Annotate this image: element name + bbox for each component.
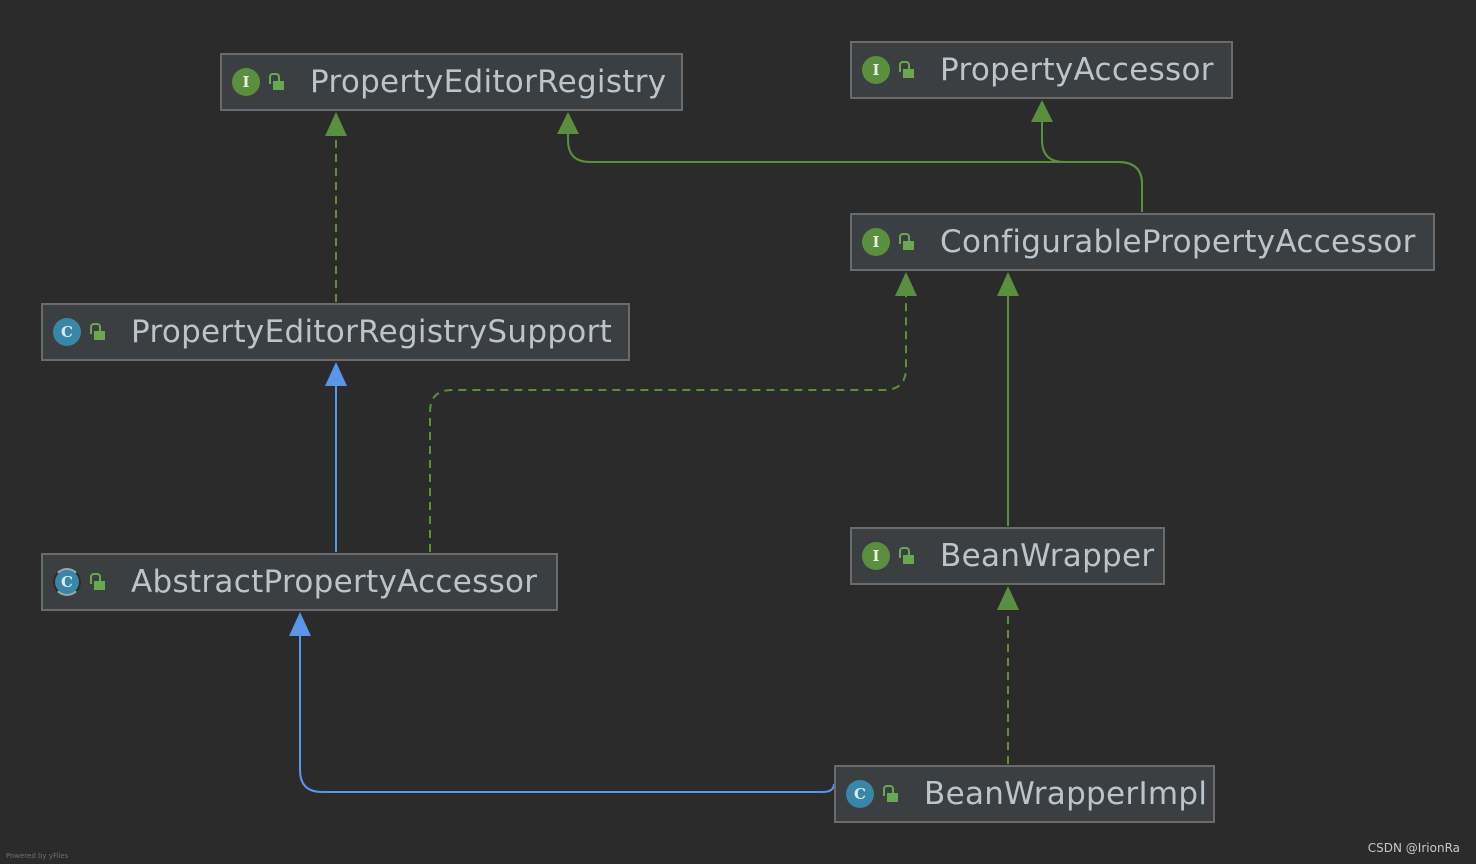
arrowhead-configurable-right — [997, 272, 1019, 296]
unlocked-lock-icon — [898, 231, 918, 253]
node-abstract-property-accessor[interactable]: C AbstractPropertyAccessor — [41, 553, 558, 611]
node-bean-wrapper[interactable]: I BeanWrapper — [850, 527, 1165, 585]
edge-abstract-accessor-to-configurable — [429, 296, 907, 552]
node-label: PropertyEditorRegistrySupport — [131, 314, 613, 350]
node-label: AbstractPropertyAccessor — [131, 564, 538, 600]
node-property-editor-registry-support[interactable]: C PropertyEditorRegistrySupport — [41, 303, 630, 361]
node-label: PropertyEditorRegistry — [310, 64, 667, 100]
edge-bean-wrapper-impl-to-abstract-accessor — [299, 636, 835, 793]
arrowhead-property-editor-registry-left — [325, 112, 347, 136]
node-configurable-property-accessor[interactable]: I ConfigurablePropertyAccessor — [850, 213, 1435, 271]
unlocked-lock-icon — [898, 545, 918, 567]
unlocked-lock-icon — [882, 783, 902, 805]
arrowhead-bean-wrapper — [997, 586, 1019, 610]
interface-icon: I — [862, 542, 890, 570]
unlocked-lock-icon — [89, 571, 109, 593]
unlocked-lock-icon — [89, 321, 109, 343]
powered-by-credit: Powered by yFiles — [6, 852, 69, 860]
interface-icon: I — [862, 228, 890, 256]
unlocked-lock-icon — [898, 59, 918, 81]
edge-configurable-to-property-editor-registry — [567, 134, 1143, 212]
class-icon: C — [846, 780, 874, 808]
node-property-editor-registry[interactable]: I PropertyEditorRegistry — [220, 53, 683, 111]
arrowhead-property-accessor — [1031, 100, 1053, 122]
node-label: BeanWrapper — [940, 538, 1155, 574]
node-label: ConfigurablePropertyAccessor — [940, 224, 1416, 260]
class-icon: C — [53, 318, 81, 346]
csdn-watermark: CSDN @IrionRa — [1367, 841, 1460, 855]
unlocked-lock-icon — [268, 71, 288, 93]
arrowhead-property-editor-registry-right — [557, 112, 579, 134]
arrowhead-registry-support — [325, 362, 347, 386]
interface-icon: I — [232, 68, 260, 96]
interface-icon: I — [862, 56, 890, 84]
edge-configurable-to-property-accessor — [1041, 122, 1143, 185]
node-label: BeanWrapperImpl — [924, 776, 1208, 812]
arrowhead-abstract-accessor — [289, 612, 311, 636]
abstract-class-icon: C — [53, 568, 81, 596]
node-property-accessor[interactable]: I PropertyAccessor — [850, 41, 1233, 99]
node-bean-wrapper-impl[interactable]: C BeanWrapperImpl — [834, 765, 1215, 823]
node-label: PropertyAccessor — [940, 52, 1214, 88]
arrowhead-configurable-left — [895, 272, 917, 296]
